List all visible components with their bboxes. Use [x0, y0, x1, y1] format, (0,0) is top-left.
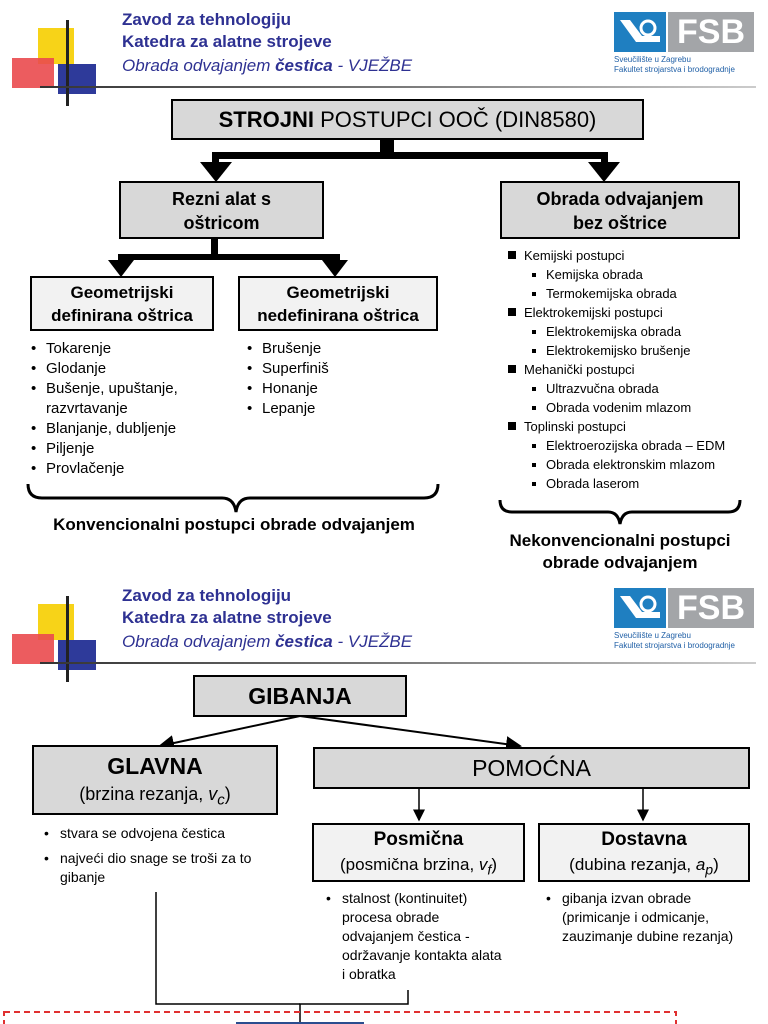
logo-square-blue: [58, 640, 96, 670]
label-nonconventional: Nekonvencionalni postupci obrade odvajan…: [509, 531, 731, 572]
logo-square-red: [12, 634, 54, 664]
box-main-motion: GLAVNA (brzina rezanja, vc): [32, 745, 278, 815]
list-item: gibanja izvan obrade (primicanje i odmic…: [542, 889, 752, 946]
header-department: Katedra za alatne strojeve: [122, 32, 332, 51]
list-item: Elektrokemijsko brušenje: [506, 341, 764, 360]
header-institute: Zavod za tehnologiju: [122, 586, 292, 605]
list-item: Toplinski postupci: [506, 417, 764, 436]
box-infeed-motion: Dostavna (dubina rezanja, ap): [538, 823, 750, 882]
list-item: Blanjanje, dubljenje: [28, 419, 233, 439]
list-nonconventional-processes: Kemijski postupci Kemijska obrada Termok…: [506, 246, 764, 493]
list-defined-edge-processes: Tokarenje Glodanje Bušenje, upuštanje, r…: [28, 339, 233, 479]
list-item: Lepanje: [244, 399, 434, 419]
list-undefined-edge-processes: Brušenje Superfiniš Honanje Lepanje: [244, 339, 434, 419]
list-item: Kemijski postupci: [506, 246, 764, 265]
box-cutting-tool-with-edge: Rezni alat s oštricom: [119, 181, 324, 239]
list-infeed-motion: gibanja izvan obrade (primicanje i odmic…: [542, 889, 752, 946]
list-item: Obrada laserom: [506, 474, 764, 493]
list-item: Superfiniš: [244, 359, 434, 379]
feed-motion-title: Posmična: [373, 829, 464, 850]
box-machining-without-edge: Obrada odvajanjem bez oštrice: [500, 181, 740, 239]
title-box-machining: STROJNI POSTUPCI OOČ (DIN8580): [171, 99, 644, 140]
main-motion-subtitle: (brzina rezanja, vc): [79, 784, 231, 809]
list-feed-motion: stalnost (kontinuitet) procesa obrade od…: [322, 889, 508, 984]
fsb-logo-sub2: Fakultet strojarstva i brodogradnje: [614, 65, 735, 74]
list-item: Tokarenje: [28, 339, 233, 359]
list-item: stalnost (kontinuitet) procesa obrade od…: [322, 889, 508, 984]
header-rule: [40, 86, 756, 88]
fsb-logo-emblem: [614, 588, 666, 628]
fsb-logo-text: FSB: [668, 12, 754, 52]
fsb-logo-sub1: Sveučilište u Zagrebu: [614, 631, 691, 640]
header-institute: Zavod za tehnologiju: [122, 10, 292, 29]
list-item: Mehanički postupci: [506, 360, 764, 379]
logo-square-red: [12, 58, 54, 88]
list-item: Provlačenje: [28, 459, 233, 479]
fsb-logo-emblem: [614, 12, 666, 52]
fsb-logo: FSB Sveučilište u Zagrebu Fakultet stroj…: [614, 12, 754, 76]
list-item: stvara se odvojena čestica: [40, 824, 280, 843]
infeed-motion-title: Dostavna: [601, 829, 687, 850]
box-geometric-defined-edge: Geometrijski definirana oštrica: [30, 276, 214, 331]
logo-vertical-line: [66, 596, 69, 682]
box-auxiliary-motion: POMOĆNA: [313, 747, 750, 789]
header-department: Katedra za alatne strojeve: [122, 608, 332, 627]
list-item: Elektroerozijska obrada – EDM: [506, 436, 764, 455]
fsb-logo-text: FSB: [668, 588, 754, 628]
list-item: Glodanje: [28, 359, 233, 379]
list-item: Brušenje: [244, 339, 434, 359]
list-item: Obrada vodenim mlazom: [506, 398, 764, 417]
list-item: Elektrokemijska obrada: [506, 322, 764, 341]
feed-motion-subtitle: (posmična brzina, vf): [340, 855, 497, 879]
slide2-connectors: [3, 715, 677, 1024]
header-rule: [40, 662, 756, 664]
list-item: Termokemijska obrada: [506, 284, 764, 303]
list-item: Piljenje: [28, 439, 233, 459]
box-geometric-undefined-edge: Geometrijski nedefinirana oštrica: [238, 276, 438, 331]
list-item: Obrada elektronskim mlazom: [506, 455, 764, 474]
fsb-logo-sub2: Fakultet strojarstva i brodogradnje: [614, 641, 735, 650]
list-main-motion: stvara se odvojena čestica najveći dio s…: [40, 824, 280, 887]
list-item: Honanje: [244, 379, 434, 399]
fsb-logo: FSB Sveučilište u Zagrebu Fakultet stroj…: [614, 588, 754, 652]
title-box-motions: GIBANJA: [193, 675, 407, 717]
list-item: Bušenje, upuštanje, razvrtavanje: [28, 379, 236, 419]
fsb-emblem-icon: [620, 19, 660, 42]
fsb-emblem-icon: [620, 595, 660, 618]
label-conventional: Konvencionalni postupci obrade odvajanje…: [53, 515, 415, 534]
logo-vertical-line: [66, 20, 69, 106]
main-motion-title: GLAVNA: [107, 753, 203, 779]
slide1-connectors: [26, 139, 742, 525]
box-feed-motion: Posmična (posmična brzina, vf): [312, 823, 525, 882]
list-item: najveći dio snage se troši za to gibanje: [40, 849, 280, 887]
list-item: Kemijska obrada: [506, 265, 764, 284]
infeed-motion-subtitle: (dubina rezanja, ap): [569, 855, 719, 879]
header-course: Obrada odvajanjem čestica - VJEŽBE: [122, 632, 413, 651]
list-item: Elektrokemijski postupci: [506, 303, 764, 322]
fsb-logo-sub1: Sveučilište u Zagrebu: [614, 55, 691, 64]
list-item: Ultrazvučna obrada: [506, 379, 764, 398]
header-course: Obrada odvajanjem čestica - VJEŽBE: [122, 56, 413, 75]
logo-square-blue: [58, 64, 96, 94]
